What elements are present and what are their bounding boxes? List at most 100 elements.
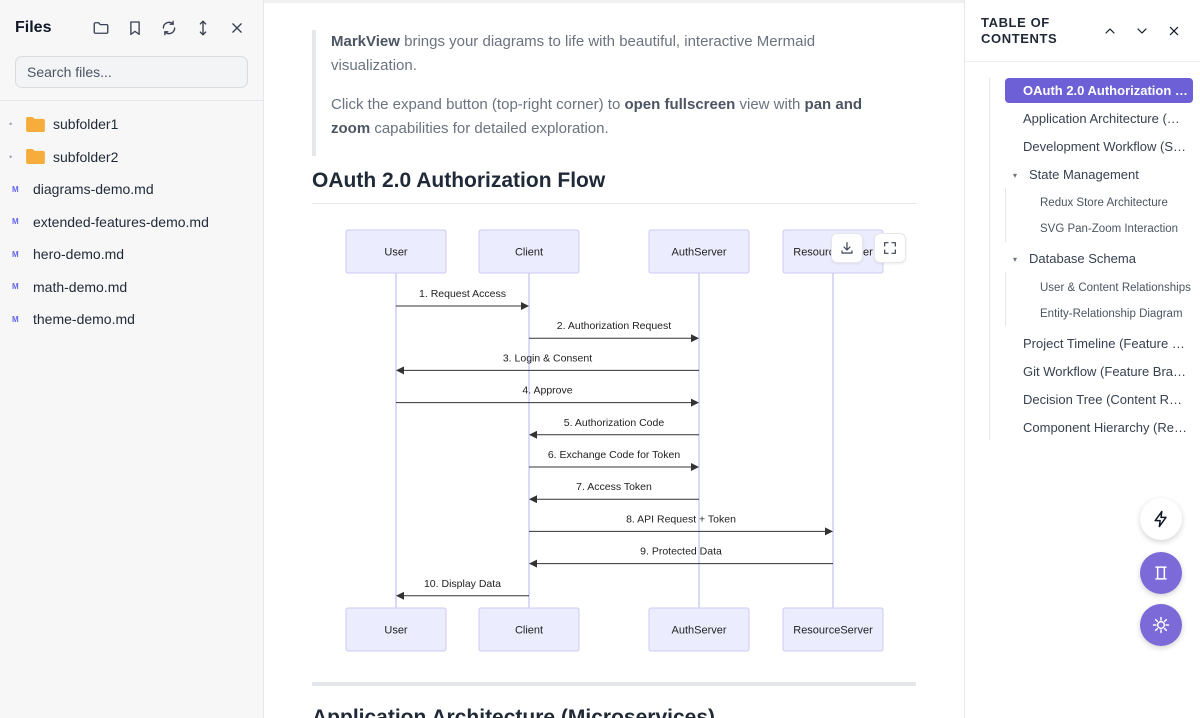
- file-item-theme-demo[interactable]: M theme-demo.md: [0, 303, 263, 336]
- toc-subitem[interactable]: Redux Store Architecture: [1040, 197, 1168, 209]
- file-sidebar: Files • subfolder1 • subfolder2 M diagra…: [0, 0, 264, 718]
- toc-item[interactable]: Application Architecture (Microservices): [1023, 111, 1189, 126]
- heading-underline: [312, 203, 916, 204]
- intro-blockquote: MarkView brings your diagrams to life wi…: [312, 30, 886, 156]
- tree-item-label: theme-demo.md: [33, 311, 135, 328]
- participant-box: [478, 607, 580, 652]
- intro-text: Click the expand button (top-right corne…: [331, 96, 625, 113]
- toc-toggle-icon[interactable]: ▾: [1013, 255, 1018, 264]
- toc-item[interactable]: Decision Tree (Content Rendering): [1023, 392, 1189, 407]
- file-item-hero-demo[interactable]: M hero-demo.md: [0, 238, 263, 271]
- message-label: 10. Display Data: [424, 578, 501, 590]
- participant-box: [345, 229, 447, 274]
- file-item-extended-features-demo[interactable]: M extended-features-demo.md: [0, 206, 263, 239]
- participant-box: [478, 229, 580, 274]
- folder-icon: [26, 149, 45, 165]
- toc-item[interactable]: Git Workflow (Feature Branches): [1023, 364, 1189, 379]
- markdown-file-icon: M: [12, 217, 19, 227]
- participant-label-top: AuthServer: [671, 247, 726, 259]
- tree-item-label: extended-features-demo.md: [33, 213, 209, 230]
- toc-title: TABLE OF CONTENTS: [981, 15, 1098, 47]
- intro-text: view with: [735, 96, 805, 113]
- brand-name: MarkView: [331, 33, 400, 50]
- sidebar-title: Files: [15, 19, 52, 36]
- folder-item-subfolder1[interactable]: • subfolder1: [0, 108, 263, 141]
- participant-label-bottom: Client: [515, 625, 543, 637]
- fullscreen-icon: [884, 242, 896, 254]
- top-border: [264, 0, 964, 3]
- markdown-file-icon: M: [12, 314, 19, 324]
- debug-button[interactable]: [1140, 604, 1182, 646]
- sidebar-divider: [0, 100, 263, 101]
- toc-item-group[interactable]: Database Schema: [1029, 251, 1136, 266]
- expand-vertical-icon[interactable]: [191, 16, 215, 40]
- section-heading: OAuth 2.0 Authorization Flow: [312, 169, 606, 192]
- download-icon: [841, 242, 853, 254]
- close-icon[interactable]: [225, 16, 249, 40]
- bug-icon: [1152, 616, 1170, 634]
- next-section-heading: Application Architecture (Microservices): [312, 706, 715, 718]
- sidebar-header: Files: [0, 0, 263, 56]
- message-label: 7. Access Token: [576, 481, 652, 493]
- markdown-file-icon: M: [12, 184, 19, 194]
- folder-item-subfolder2[interactable]: • subfolder2: [0, 141, 263, 174]
- participant-label-bottom: ResourceServer: [793, 625, 873, 637]
- toc-title-line: CONTENTS: [981, 30, 1058, 46]
- tree-item-label: subfolder1: [53, 116, 119, 133]
- toc-subitem[interactable]: Entity-Relationship Diagram: [1040, 308, 1183, 320]
- participant-label-bottom: AuthServer: [671, 625, 726, 637]
- scroll-icon: [1155, 566, 1167, 580]
- tree-item-label: math-demo.md: [33, 278, 128, 295]
- lightning-icon: [1154, 510, 1167, 528]
- document-view: MarkView brings your diagrams to life wi…: [264, 0, 964, 718]
- scroll-mode-button[interactable]: [1140, 552, 1182, 594]
- intro-paragraph-1: MarkView brings your diagrams to life wi…: [331, 30, 886, 78]
- chevron-right-icon: •: [9, 119, 13, 130]
- toc-subitem[interactable]: SVG Pan-Zoom Interaction: [1040, 223, 1179, 235]
- message-label: 2. Authorization Request: [557, 320, 671, 332]
- file-tree: • subfolder1 • subfolder2 M diagrams-dem…: [0, 108, 263, 336]
- toc-toggle-icon[interactable]: ▾: [1013, 171, 1018, 180]
- file-item-math-demo[interactable]: M math-demo.md: [0, 271, 263, 304]
- toc-header: TABLE OF CONTENTS: [965, 0, 1200, 62]
- folder-icon[interactable]: [89, 16, 113, 40]
- chevron-up-icon[interactable]: [1098, 19, 1122, 43]
- tree-item-label: subfolder2: [53, 148, 119, 165]
- toc-title-line: TABLE OF: [981, 14, 1050, 30]
- intro-text: capabilities for detailed exploration.: [370, 120, 609, 137]
- intro-bold: open fullscreen: [624, 96, 736, 113]
- message-label: 1. Request Access: [419, 288, 506, 300]
- toc-item[interactable]: Development Workflow (State Machine): [1023, 139, 1189, 154]
- refresh-icon[interactable]: [157, 16, 181, 40]
- participant-box: [648, 229, 750, 274]
- bookmark-icon[interactable]: [123, 16, 147, 40]
- participant-box: [782, 607, 884, 652]
- toc-item[interactable]: Component Hierarchy (React): [1023, 420, 1189, 435]
- close-icon[interactable]: [1162, 19, 1186, 43]
- toc-subitem[interactable]: User & Content Relationships: [1040, 282, 1191, 294]
- message-label: 6. Exchange Code for Token: [548, 449, 680, 461]
- tree-item-label: diagrams-demo.md: [33, 181, 154, 198]
- file-item-diagrams-demo[interactable]: M diagrams-demo.md: [0, 173, 263, 206]
- intro-bold: pan and zoom: [331, 96, 863, 137]
- chevron-right-icon: •: [9, 151, 13, 162]
- fullscreen-button[interactable]: [874, 233, 906, 263]
- toc-item-active[interactable]: OAuth 2.0 Authorization Flow: [1005, 78, 1193, 103]
- download-button[interactable]: [831, 233, 863, 263]
- intro-paragraph-2: Click the expand button (top-right corne…: [331, 93, 886, 141]
- markdown-file-icon: M: [12, 282, 19, 292]
- chevron-down-icon[interactable]: [1130, 19, 1154, 43]
- intro-text: brings your diagrams to life with beauti…: [331, 33, 816, 74]
- message-label: 9. Protected Data: [640, 546, 722, 558]
- participant-label-top: User: [384, 247, 408, 259]
- search-input[interactable]: [15, 56, 248, 88]
- toc-item-group[interactable]: State Management: [1029, 167, 1139, 182]
- toc-tree-line: [1005, 188, 1006, 242]
- toc-item[interactable]: Project Timeline (Feature Development): [1023, 336, 1189, 351]
- participant-box: [648, 607, 750, 652]
- lightning-button[interactable]: [1140, 498, 1182, 540]
- participant-label-bottom: User: [384, 625, 408, 637]
- participant-label-top: Client: [515, 247, 543, 259]
- sequence-diagram-svg: UserUserClientClientAuthServerAuthServer…: [345, 229, 884, 652]
